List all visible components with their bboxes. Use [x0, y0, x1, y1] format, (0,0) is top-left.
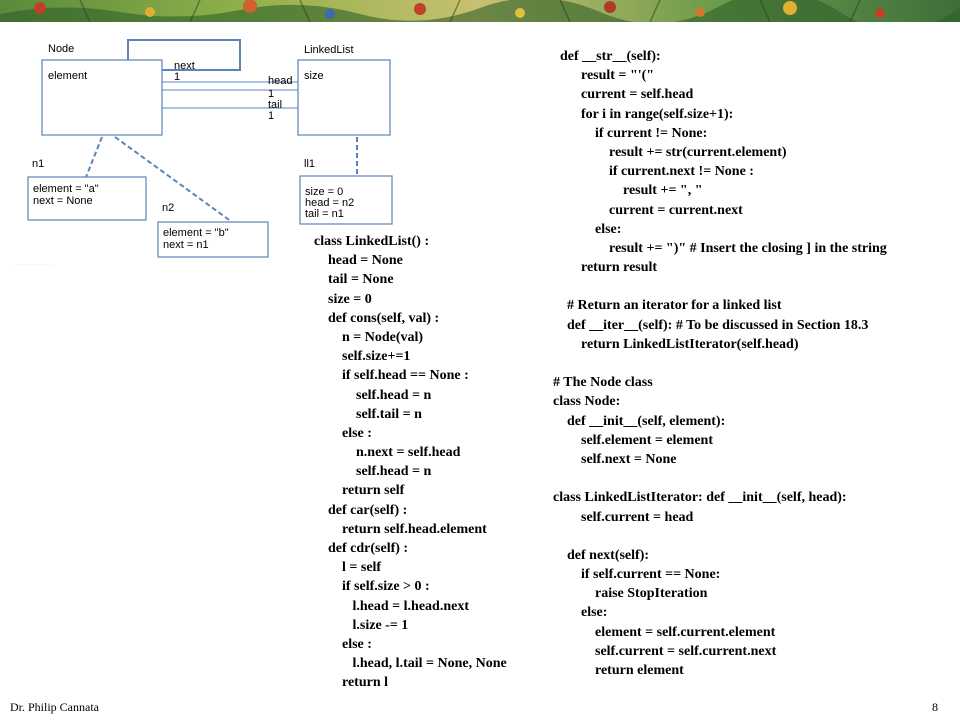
diagram-caption-blur: ········································…: [12, 262, 53, 266]
code-right-line: self.next = None: [553, 451, 677, 467]
code-left-line: if self.size > 0 :: [314, 579, 430, 595]
n2-label: n2: [162, 202, 174, 214]
n2-instance-line: [114, 136, 233, 223]
ll1-head-line: head = n2: [305, 197, 354, 209]
code-right-line: class LinkedListIterator: def __init__(s…: [553, 490, 847, 506]
code-right-line: result += ")" # Insert the closing ] in …: [553, 240, 887, 256]
page-number: 8: [932, 700, 938, 714]
code-left-line: else :: [314, 636, 372, 652]
code-left-line: tail = None: [314, 272, 394, 288]
code-right-line: else:: [553, 221, 622, 237]
node-class-title: Node: [48, 43, 74, 55]
code-right-line: element = self.current.element: [553, 624, 776, 640]
code-right-line: for i in range(self.size+1):: [553, 106, 734, 122]
code-right-line: return element: [553, 663, 684, 678]
code-right-line: current = self.head: [553, 87, 694, 103]
code-right-line: result += str(current.element): [553, 144, 787, 160]
code-right-line: result += ", ": [553, 183, 703, 199]
code-left-line: return l: [314, 675, 389, 691]
code-left-line: return self: [314, 483, 405, 499]
code-left-line: n = Node(val): [314, 329, 424, 345]
ll1-size-line: size = 0: [305, 186, 343, 198]
code-right-line: current = current.next: [553, 202, 743, 218]
n1-next-line: next = None: [33, 195, 93, 207]
code-left-line: self.head = n: [314, 387, 432, 403]
code-left-line: def cons(self, val) :: [314, 310, 440, 326]
code-left-line: l = self: [314, 560, 382, 576]
next-mult: 1: [174, 71, 180, 83]
code-right-line: # Return an iterator for a linked list: [553, 298, 782, 314]
code-left-line: size = 0: [314, 291, 372, 307]
tail-label: tail: [268, 99, 282, 111]
n1-instance-line: [85, 136, 103, 178]
code-right-line: self.element = element: [553, 432, 713, 448]
node-field-element: element: [48, 70, 87, 82]
code-right-line: [553, 527, 887, 546]
linkedlist-class-box: [297, 59, 391, 136]
code-left-line: class LinkedList() :: [314, 234, 430, 249]
decorative-banner: [0, 0, 960, 22]
code-left-line: def car(self) :: [314, 502, 408, 518]
node-class-box: [41, 59, 163, 136]
code-right-line: [553, 469, 887, 488]
code-right-line: result = "'(": [553, 68, 655, 84]
str-iter-code-block: def __str__(self): result = "'(" current…: [553, 47, 887, 680]
code-left-line: return self.head.element: [314, 521, 487, 537]
n1-label: n1: [32, 158, 44, 170]
tail-mult: 1: [268, 110, 274, 122]
linkedlist-code-block: class LinkedList() : head = None tail = …: [314, 232, 507, 693]
code-left-line: self.head = n: [314, 464, 432, 480]
head-label: head: [268, 75, 292, 87]
code-left-line: def cdr(self) :: [314, 541, 409, 556]
code-right-line: [553, 354, 887, 373]
code-right-line: self.current = head: [553, 509, 694, 525]
code-right-line: self.current = self.current.next: [553, 643, 777, 659]
next-label: next: [174, 60, 195, 72]
code-left-line: else :: [314, 425, 372, 441]
code-right-line: if current != None:: [553, 125, 708, 141]
linkedlist-field-size: size: [304, 70, 324, 82]
code-right-line: # The Node class: [553, 375, 653, 391]
code-left-line: if self.head == None :: [314, 368, 469, 384]
ll1-label: ll1: [304, 158, 315, 170]
uml-diagram: Node element next 1 LinkedList size head…: [0, 30, 420, 270]
footer-author: Dr. Philip Cannata: [10, 700, 99, 714]
ll1-object-box: [299, 175, 393, 225]
n2-element-line: element = "b": [163, 227, 229, 239]
head-mult: 1: [268, 88, 274, 100]
code-left-line: self.size+=1: [314, 349, 411, 365]
code-left-line: self.tail = n: [314, 406, 422, 422]
code-right-line: else:: [553, 605, 608, 621]
code-right-line: def __iter__(self): # To be discussed in…: [553, 317, 869, 333]
code-left-line: l.head = l.head.next: [314, 598, 470, 614]
code-right-line: return LinkedListIterator(self.head): [553, 336, 799, 352]
code-left-line: n.next = self.head: [314, 445, 461, 461]
code-right-line: [553, 277, 887, 296]
code-left-line: l.size -= 1: [314, 617, 409, 633]
code-right-line: if self.current == None:: [553, 567, 721, 583]
code-left-line: l.head, l.tail = None, None: [314, 656, 507, 672]
linkedlist-class-title: LinkedList: [304, 44, 354, 56]
code-right-line: def __str__(self):: [553, 49, 661, 64]
code-left-line: head = None: [314, 253, 403, 269]
code-right-line: def next(self):: [553, 547, 650, 563]
n2-next-line: next = n1: [163, 239, 209, 251]
code-right-line: class Node:: [553, 394, 621, 410]
n2-object-box: [157, 221, 269, 258]
n1-element-line: element = "a": [33, 183, 99, 195]
code-right-line: def __init__(self, element):: [553, 413, 726, 429]
ll1-tail-line: tail = n1: [305, 208, 344, 220]
code-right-line: return result: [553, 260, 658, 276]
code-right-line: raise StopIteration: [553, 586, 708, 602]
code-right-line: if current.next != None :: [553, 164, 754, 180]
self-ref-box: [127, 39, 241, 71]
